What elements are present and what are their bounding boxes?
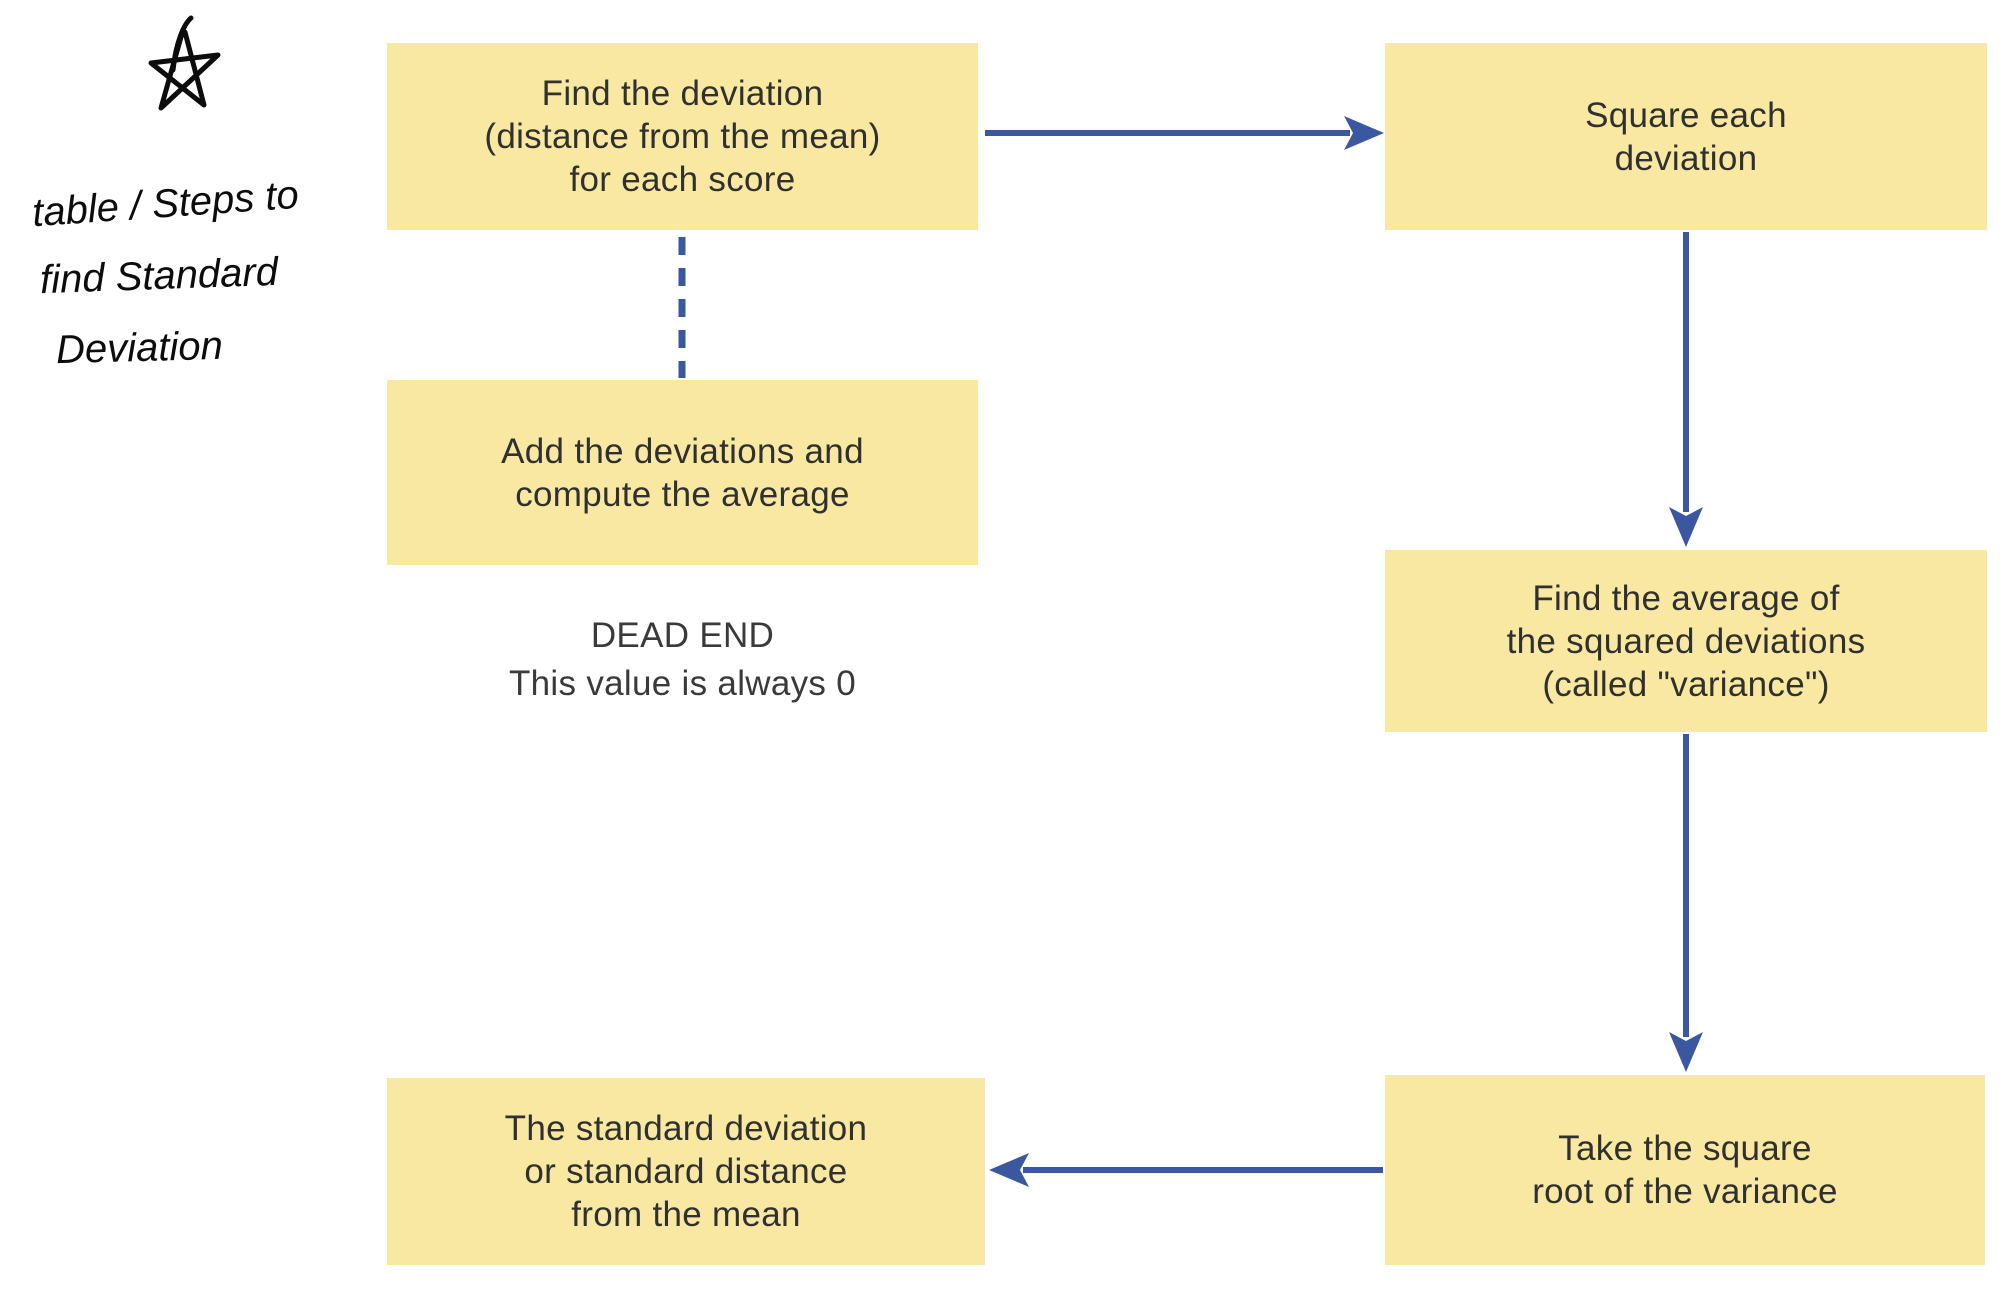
box-text-line: compute the average <box>515 474 850 514</box>
box-text-line: root of the variance <box>1532 1172 1838 1211</box>
arrow-average-to-square-root <box>1669 734 1703 1072</box>
flow-box-add-deviations: Add the deviations and compute the avera… <box>387 380 978 565</box>
arrow-square-root-to-standard-deviation <box>989 1153 1383 1187</box>
flow-box-average-squared-deviations: Find the average of the squared deviatio… <box>1385 550 1987 732</box>
handwritten-note-line-3: Deviation <box>55 323 224 373</box>
arrow-find-deviation-to-square <box>985 116 1384 150</box>
handwritten-note-line-2: find Standard <box>39 249 279 303</box>
box-text-line: for each score <box>569 160 796 199</box>
flow-box-find-deviation: Find the deviation (distance from the me… <box>387 43 978 230</box>
box-text-line: The standard deviation <box>504 1109 868 1148</box>
dead-end-note: DEAD END This value is always 0 <box>387 612 978 708</box>
flow-box-standard-deviation-result: The standard deviation or standard dista… <box>387 1078 985 1265</box>
handwritten-note-line-1: table / Steps to <box>30 172 301 236</box>
flow-box-square-root-variance: Take the square root of the variance <box>1385 1075 1985 1265</box>
box-text-line: deviation <box>1614 138 1758 178</box>
box-text-line: Square each <box>1585 95 1787 135</box>
box-text-line: from the mean <box>571 1195 801 1234</box>
box-text-line: the squared deviations <box>1506 621 1866 661</box>
box-text-line: or standard distance <box>524 1152 848 1191</box>
flow-box-square-each-deviation: Square each deviation <box>1385 43 1987 230</box>
star-sketch-icon <box>148 15 221 111</box>
box-text-line: Find the deviation <box>541 74 824 113</box>
box-text-line: Take the square <box>1558 1129 1812 1168</box>
box-text-line: (called "variance") <box>1542 664 1830 704</box>
box-text-line: Find the average of <box>1532 578 1840 618</box>
box-text-line: Add the deviations and <box>501 431 864 471</box>
dead-end-line-2: This value is always 0 <box>508 664 856 703</box>
box-text-line: (distance from the mean) <box>484 117 881 156</box>
dead-end-line-1: DEAD END <box>590 616 775 655</box>
arrow-square-to-average <box>1669 232 1703 547</box>
